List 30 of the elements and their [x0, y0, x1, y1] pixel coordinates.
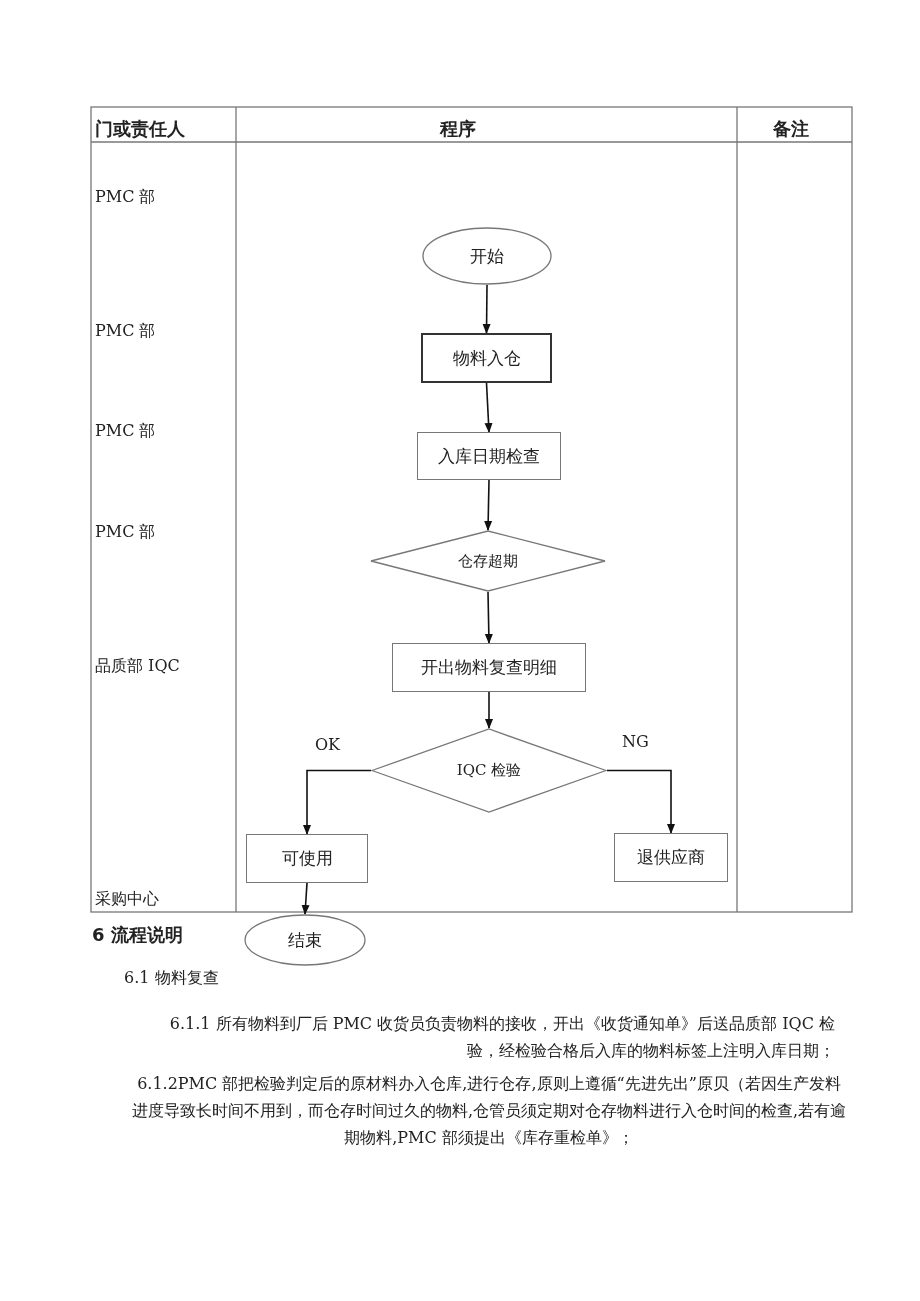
terminal-ellipse: 开始 — [422, 227, 552, 285]
arrow — [482, 284, 491, 334]
process-box: 退供应商 — [614, 833, 728, 882]
decision-diamond: IQC 检验 — [371, 728, 607, 813]
role-label: PMC 部 — [95, 187, 156, 208]
subsection-heading: 6.1 物料复查 — [124, 968, 219, 989]
paragraph: 6.1.2PMC 部把检验判定后的原材料办入仓库,进行仓存,原则上遵循“先进先出”原贝（若因生产发料进度导致长时间不用到，而仓存时间过久的物料,仓管员须定期对仓存物料进行入仓时间的检查,若有逾期物料,PMC 部须提出《库存重检单》； — [130, 1073, 848, 1149]
section-heading: 6 流程说明 — [92, 923, 183, 947]
arrow — [484, 479, 493, 531]
role-label: PMC 部 — [95, 522, 156, 543]
arrow — [484, 382, 493, 433]
role-label: 品质部 IQC — [95, 656, 180, 677]
process-box: 可使用 — [246, 834, 368, 883]
terminal-ellipse: 结束 — [244, 914, 366, 966]
paragraph: 6.1.1 所有物料到厂后 PMC 收货员负责物料的接收，开出《收货通知单》后送品质部 IQC 检验，经检验合格后入库的物料标签上注明入库日期； — [168, 1013, 835, 1062]
arrow — [301, 882, 310, 915]
column-header: 备注 — [773, 117, 809, 141]
column-header: 程序 — [440, 117, 476, 141]
role-label: 采购中心 — [95, 889, 159, 910]
decision-diamond: 仓存超期 — [370, 530, 606, 592]
arrow — [485, 691, 493, 729]
process-box: 物料入仓 — [421, 333, 552, 383]
process-box: 入库日期检查 — [417, 432, 561, 480]
arrow — [606, 769, 675, 834]
role-label: PMC 部 — [95, 321, 156, 342]
process-box: 开出物料复查明细 — [392, 643, 586, 692]
column-header: 门或责任人 — [95, 117, 185, 141]
arrow — [303, 769, 372, 835]
role-label: PMC 部 — [95, 421, 156, 442]
arrow — [484, 591, 493, 644]
